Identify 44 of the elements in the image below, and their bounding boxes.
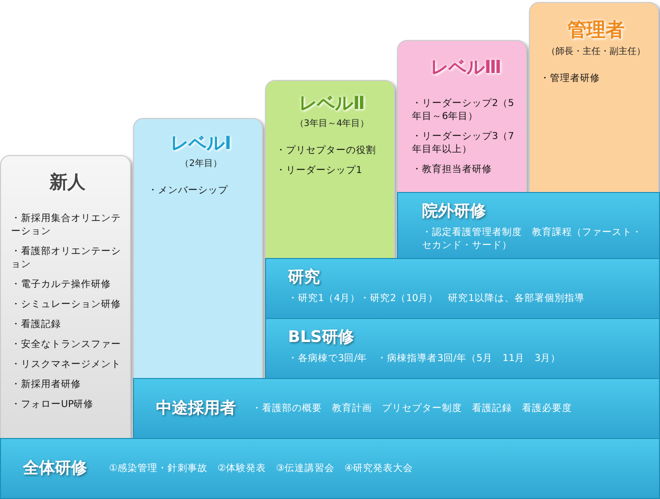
heading: 管理者 — [566, 18, 626, 43]
subtitle: （2年目） — [179, 158, 223, 170]
subtitle: （師長・主任・副主任） — [546, 46, 646, 58]
heading: 院外研修 — [422, 201, 487, 222]
subtitle: （3年目～4年目） — [294, 118, 370, 130]
list-item: ・看護部オリエンテーション — [11, 245, 122, 271]
heading: 中途採用者 — [156, 398, 236, 419]
list-item: ・シミュレーション研修 — [11, 298, 122, 311]
training-band — [397, 192, 660, 259]
heading: 新人 — [48, 171, 86, 194]
list-item: ・教育担当者研修 — [412, 163, 493, 176]
heading: レベルⅢ — [429, 56, 502, 79]
training-band — [133, 378, 660, 439]
level-column — [265, 80, 395, 259]
heading: レベルⅠ — [170, 132, 232, 155]
training-band — [265, 258, 660, 319]
list-item: ・新採用集合オリエンテーション — [11, 212, 122, 238]
list-item: ・フォローUP研修 — [11, 398, 95, 411]
level-column — [397, 40, 527, 193]
list-item: ・リスクマネージメント — [11, 358, 122, 371]
level-column — [0, 155, 131, 439]
level-column — [529, 2, 659, 193]
list-item: ・管理者研修 — [540, 72, 601, 85]
list-item: ・リーダーシップ2（5年目～6年目） — [412, 97, 516, 123]
description-text: ・研究1（4月）・研究2（10月） 研究1以降は、各部署個別指導 — [288, 292, 586, 305]
heading: 全体研修 — [23, 458, 87, 479]
training-band — [265, 318, 660, 379]
list-item: ・メンバーシップ — [148, 184, 229, 197]
heading: レベルⅡ — [298, 92, 366, 115]
heading: 研究 — [288, 267, 321, 288]
list-item: ・リーダーシップ1 — [276, 164, 364, 177]
description-text: ・認定看護管理者制度 教育課程（ファースト・セカンド・サード） — [422, 226, 643, 252]
description-text: ・各病棟で3回/年 ・病棟指導者3回/年（5月 11月 3月） — [288, 352, 562, 365]
list-item: ・安全なトランスファー — [11, 338, 122, 351]
list-item: ・プリセプターの役割 — [276, 144, 377, 157]
list-item: ・電子カルテ操作研修 — [11, 278, 112, 291]
list-item: ・リーダーシップ3（7年目年以上） — [412, 130, 516, 156]
description-text: ・看護部の概要 教育計画 プリセプター制度 看護記録 看護必要度 — [252, 402, 572, 415]
list-item: ・看護記録 — [11, 318, 62, 331]
heading: BLS研修 — [288, 327, 355, 348]
level-column — [133, 118, 263, 380]
list-item: ・新採用者研修 — [11, 378, 82, 391]
training-band — [0, 438, 660, 499]
description-text: ①感染管理・針刺事故 ②体験発表 ③伝達講習会 ④研究発表大会 — [109, 462, 414, 475]
